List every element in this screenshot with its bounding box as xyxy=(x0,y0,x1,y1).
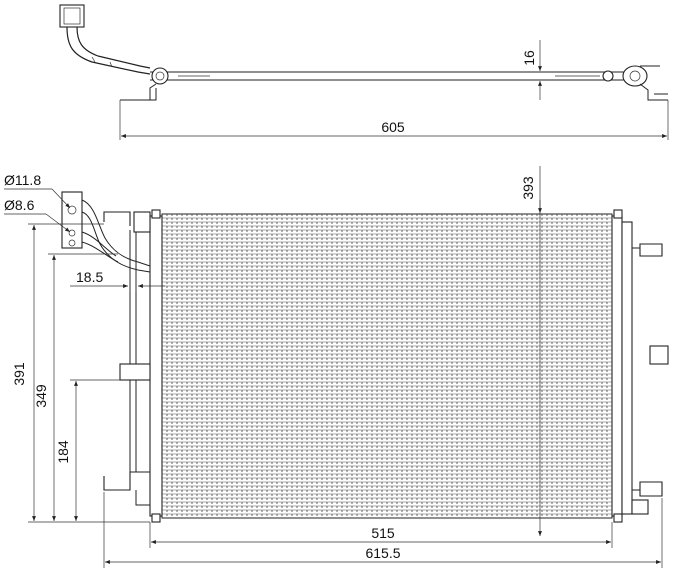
right-header-tank xyxy=(611,215,623,517)
inlet-pipe-upper xyxy=(81,199,151,267)
left-header-tank xyxy=(149,215,163,517)
dimension-184: 184 xyxy=(55,379,120,521)
dimension-diameter-large: Ø11.8 xyxy=(4,172,71,209)
label-515: 515 xyxy=(371,525,395,541)
label-diam-large: Ø11.8 xyxy=(4,172,41,188)
dimension-diameter-small: Ø8.6 xyxy=(4,197,71,233)
inlet-flange-block xyxy=(61,191,83,249)
top-right-fitting-large xyxy=(622,65,648,87)
label-349: 349 xyxy=(33,384,49,408)
top-left-bracket xyxy=(120,83,157,101)
top-inlet-pipe xyxy=(66,26,151,75)
top-left-fitting xyxy=(151,67,169,85)
dimension-605: 605 xyxy=(119,100,669,140)
core-fin-markers xyxy=(166,214,608,518)
label-605: 605 xyxy=(381,119,405,135)
left-top-bracket xyxy=(103,211,131,226)
front-view xyxy=(61,191,669,523)
label-18-5: 18.5 xyxy=(76,269,103,285)
top-right-fitting-small xyxy=(602,70,614,82)
dimension-16: 16 xyxy=(521,40,542,100)
top-connector-block xyxy=(59,4,85,28)
right-mid-bracket xyxy=(649,345,669,365)
right-bottom-bracket xyxy=(639,481,663,497)
label-16: 16 xyxy=(521,50,537,66)
label-diam-small: Ø8.6 xyxy=(4,197,35,213)
label-393: 393 xyxy=(520,176,536,200)
receiver-drier xyxy=(621,221,633,515)
top-right-bracket xyxy=(639,83,668,101)
dimension-391: 391 xyxy=(11,223,150,523)
dimension-515: 515 xyxy=(149,522,613,548)
label-391: 391 xyxy=(11,362,27,386)
dimension-18-5: 18.5 xyxy=(70,269,165,292)
flange-hole-small xyxy=(68,229,76,237)
label-615-5: 615.5 xyxy=(365,545,400,561)
top-view xyxy=(59,4,668,101)
left-bottom-bracket xyxy=(103,471,150,491)
flange-hole-large xyxy=(67,205,77,215)
right-top-bracket xyxy=(639,243,663,257)
dimension-615-5: 615.5 xyxy=(103,492,663,568)
label-184: 184 xyxy=(55,440,71,464)
dimension-393: 393 xyxy=(520,166,542,536)
dimension-349: 349 xyxy=(33,253,118,521)
left-mid-bracket xyxy=(119,363,151,381)
